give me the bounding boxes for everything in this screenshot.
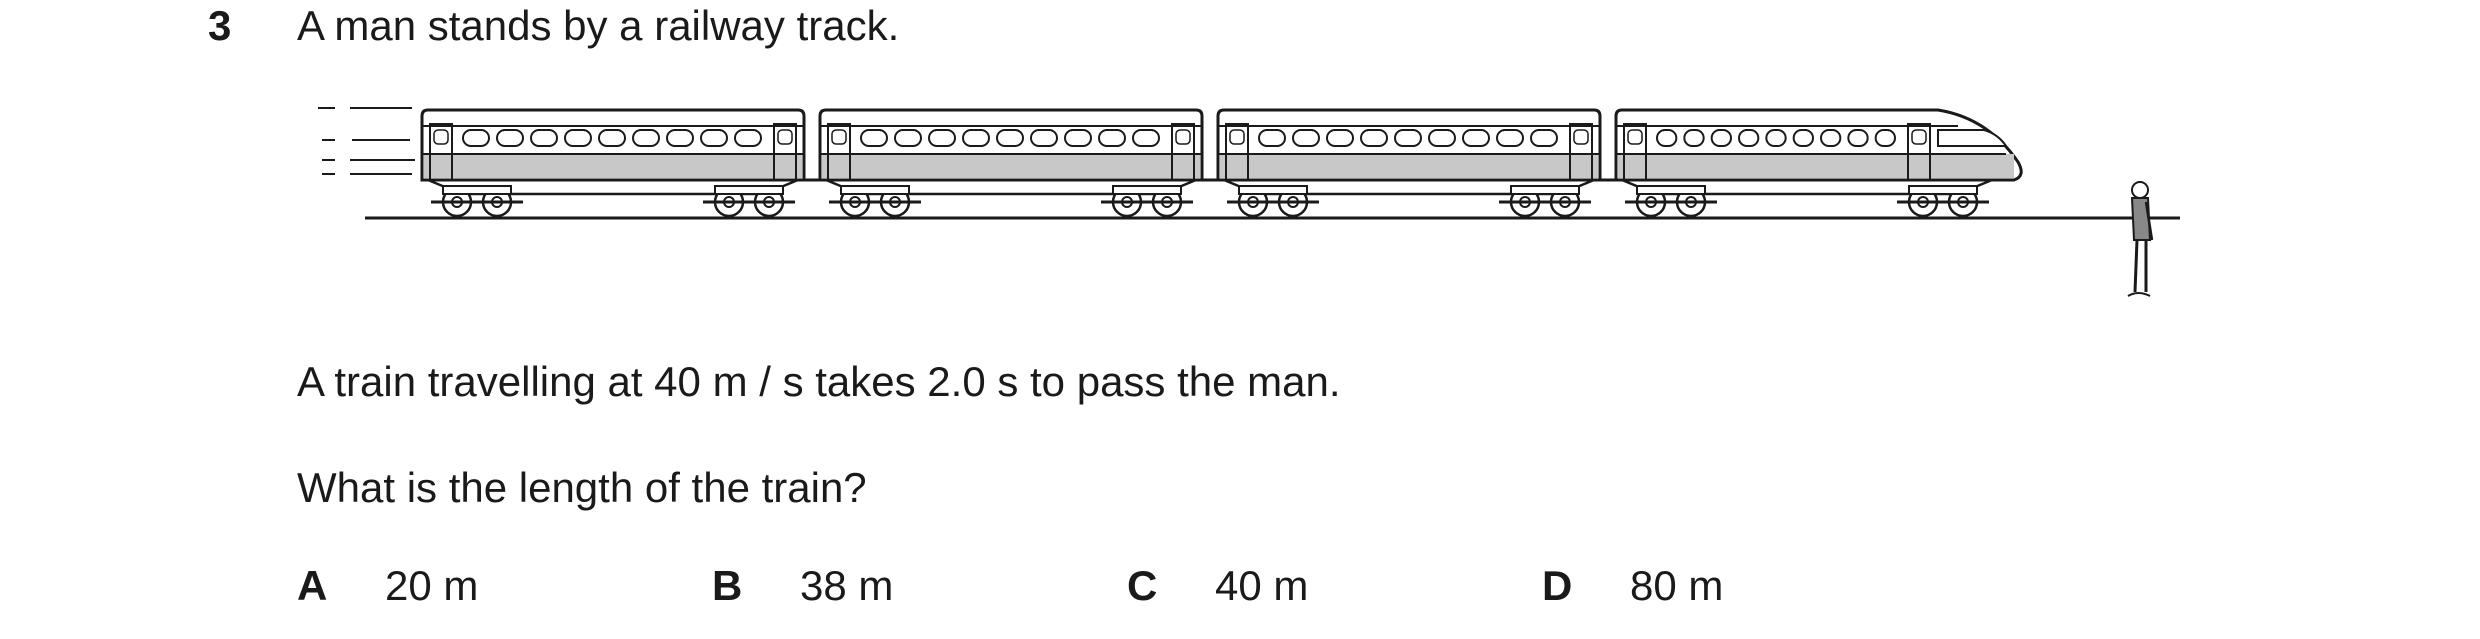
carriage-door xyxy=(1907,123,1931,181)
carriage-window xyxy=(734,129,762,147)
option-c[interactable]: C 40 m xyxy=(1127,560,1308,612)
carriage-band xyxy=(1618,154,2014,178)
carriage-band xyxy=(424,154,802,178)
bogie-frame xyxy=(442,185,512,195)
option-letter: A xyxy=(297,562,328,609)
carriage-window xyxy=(1428,129,1456,147)
carriage-band xyxy=(822,154,1200,178)
train-diagram xyxy=(318,107,2180,297)
carriage-door xyxy=(1171,123,1195,181)
man-torso xyxy=(2130,197,2152,241)
bogie-frame xyxy=(840,185,910,195)
door-window xyxy=(1229,129,1245,145)
carriage xyxy=(1614,108,2023,218)
bogie-frame xyxy=(1112,185,1182,195)
cab-window xyxy=(1937,129,2008,147)
carriage-window xyxy=(1792,129,1814,147)
bogie-frame xyxy=(1510,185,1580,195)
carriage-window xyxy=(1496,129,1524,147)
carriage-door xyxy=(1569,123,1593,181)
speed-lines xyxy=(318,107,415,175)
carriage-window xyxy=(996,129,1024,147)
option-value: 80 m xyxy=(1630,562,1724,609)
carriage-window xyxy=(1098,129,1126,147)
door-window xyxy=(1627,129,1643,145)
option-value: 40 m xyxy=(1215,562,1309,609)
carriage-window xyxy=(1258,129,1286,147)
question-intro: A man stands by a railway track. xyxy=(297,2,900,49)
carriage-window xyxy=(1738,129,1760,147)
carriage-window xyxy=(666,129,694,147)
carriage-window xyxy=(598,129,626,147)
option-b[interactable]: B 38 m xyxy=(712,560,893,612)
bogie-frame xyxy=(1636,185,1706,195)
carriage-door xyxy=(1225,123,1249,181)
question-prompt: What is the length of the train? xyxy=(297,464,867,511)
carriage-window xyxy=(700,129,728,147)
carriage-window xyxy=(1656,129,1678,147)
carriage-window xyxy=(1683,129,1705,147)
carriage-window xyxy=(1030,129,1058,147)
option-letter: B xyxy=(712,562,743,609)
carriage-window xyxy=(1874,129,1896,147)
option-letter: D xyxy=(1542,562,1573,609)
carriage-window xyxy=(894,129,922,147)
carriage-window xyxy=(1710,129,1732,147)
train xyxy=(420,108,2023,218)
door-window xyxy=(777,129,793,145)
man-head xyxy=(2131,181,2149,199)
carriage-window xyxy=(496,129,524,147)
carriage-window xyxy=(1326,129,1354,147)
bogie-frame xyxy=(1238,185,1308,195)
carriage-window xyxy=(530,129,558,147)
option-a[interactable]: A 20 m xyxy=(297,560,478,612)
carriage xyxy=(818,108,1218,218)
option-value: 20 m xyxy=(385,562,479,609)
option-value: 38 m xyxy=(800,562,894,609)
door-window xyxy=(433,129,449,145)
door-window xyxy=(831,129,847,145)
door-window xyxy=(1175,129,1191,145)
man-feet xyxy=(2127,292,2151,297)
carriage-window xyxy=(1132,129,1160,147)
carriage xyxy=(420,108,820,218)
option-d[interactable]: D 80 m xyxy=(1542,560,1723,612)
carriage-band xyxy=(1220,154,1598,178)
man-arm xyxy=(2144,201,2154,241)
carriage-window xyxy=(1847,129,1869,147)
carriage-window xyxy=(860,129,888,147)
carriage-window xyxy=(1394,129,1422,147)
carriage-window xyxy=(1064,129,1092,147)
carriage-window xyxy=(1820,129,1842,147)
carriage-window xyxy=(632,129,660,147)
train-statement: A train travelling at 40 m / s takes 2.0… xyxy=(297,358,1341,405)
carriage-door xyxy=(827,123,851,181)
man-leg xyxy=(2133,239,2139,293)
carriage-window xyxy=(1530,129,1558,147)
man-figure xyxy=(2127,181,2154,297)
bogie-frame xyxy=(714,185,784,195)
carriage-door xyxy=(773,123,797,181)
carriage-window xyxy=(1292,129,1320,147)
carriage-window xyxy=(962,129,990,147)
carriage-door xyxy=(429,123,453,181)
carriage-door xyxy=(1623,123,1647,181)
carriage-window xyxy=(564,129,592,147)
door-window xyxy=(1911,129,1927,145)
bogie-frame xyxy=(1908,185,1978,195)
carriage-window xyxy=(1765,129,1787,147)
door-window xyxy=(1573,129,1589,145)
option-letter: C xyxy=(1127,562,1158,609)
carriage xyxy=(1216,108,1616,218)
carriage-window xyxy=(928,129,956,147)
question-number: 3 xyxy=(208,2,232,49)
carriage-window xyxy=(462,129,490,147)
carriage-window xyxy=(1360,129,1388,147)
carriage-window xyxy=(1462,129,1490,147)
